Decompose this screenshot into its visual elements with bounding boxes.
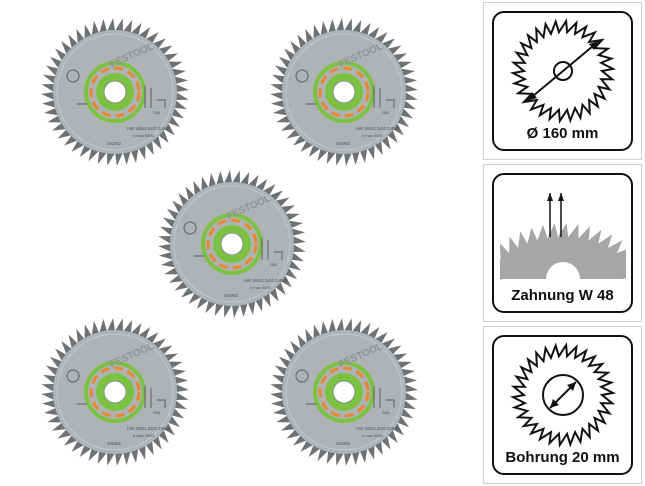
icon-arrowhead	[566, 382, 576, 391]
blade-symbols	[373, 86, 395, 108]
spec-card-diameter: Ø 160 mm	[492, 11, 633, 151]
blade-spec: HW 160x2,2x20 Z48 W	[127, 126, 170, 131]
saw-blade-center: FESTOOL HW 160x2,2x20 Z48 W n max 9500 4…	[152, 164, 312, 324]
spec-card-teeth: Zahnung W 48	[492, 173, 633, 313]
saw-blade-image: FESTOOL HW 160x2,2x20 Z48 W n max 9500 4…	[41, 18, 189, 166]
spec-label-diameter: Ø 160 mm	[526, 125, 599, 142]
blade-rpm: n max 9500	[133, 133, 155, 138]
blade-article: 491952	[224, 293, 239, 298]
saw-blade-bottom-left: FESTOOL HW 160x2,2x20 Z48 W n max 9500 4…	[35, 312, 195, 472]
blade-rpm: n max 9500	[133, 433, 155, 438]
icon-arrowhead	[526, 92, 537, 101]
icon-arrowhead	[588, 41, 599, 50]
icon-bore-cutout	[545, 262, 580, 279]
spec-label-teeth: Zahnung W 48	[511, 287, 614, 304]
blade-warning-symbols	[295, 69, 316, 105]
blade-diameter-icon	[509, 18, 616, 124]
spec-panel-bore: Bohrung 20 mm	[483, 326, 642, 484]
bore-hole	[332, 380, 356, 404]
saw-blade-image: FESTOOL HW 160x2,2x20 Z48 W n max 9500 4…	[270, 318, 418, 466]
saw-blade-image: FESTOOL HW 160x2,2x20 Z48 W n max 9500 4…	[270, 18, 418, 166]
orange-ring	[206, 218, 258, 270]
blade-article: 491952	[107, 441, 122, 446]
saw-blade-top-right: FESTOOL HW 160x2,2x20 Z48 W n max 9500 4…	[264, 12, 424, 172]
blade-code: S85	[382, 110, 390, 115]
bore-hole	[220, 232, 244, 256]
orange-ring	[89, 66, 141, 118]
blade-article: 491952	[336, 441, 351, 446]
blade-spec: HW 160x2,2x20 Z48 W	[356, 426, 399, 431]
blade-sheen	[173, 185, 291, 303]
blade-spec: HW 160x2,2x20 Z48 W	[127, 426, 170, 431]
saw-blade-top-left: FESTOOL HW 160x2,2x20 Z48 W n max 9500 4…	[35, 12, 195, 172]
blade-sheen	[56, 33, 174, 151]
bore-hole	[103, 80, 127, 104]
green-ring	[201, 213, 263, 275]
blade-article: 491952	[336, 141, 351, 146]
blade-warning-symbols	[66, 369, 87, 405]
blade-sheen	[56, 333, 174, 451]
spec-card-bore: Bohrung 20 mm	[492, 335, 633, 475]
bore-hole	[332, 80, 356, 104]
blade-rpm: n max 9500	[250, 285, 272, 290]
bore-diameter-icon	[509, 342, 616, 448]
bore-hole	[103, 380, 127, 404]
blade-spec: HW 160x2,2x20 Z48 W	[356, 126, 399, 131]
green-ring	[84, 361, 146, 423]
orange-ring	[89, 366, 141, 418]
icon-arrowhead	[557, 193, 564, 201]
blade-code: S85	[382, 410, 390, 415]
blade-article: 491952	[107, 141, 122, 146]
saw-blade-image: FESTOOL HW 160x2,2x20 Z48 W n max 9500 4…	[158, 170, 306, 318]
green-ring	[313, 61, 375, 123]
icon-blade-segment	[499, 223, 626, 280]
blade-symbols	[373, 386, 395, 408]
orange-ring	[318, 66, 370, 118]
green-ring	[313, 361, 375, 423]
blade-rpm: n max 9500	[362, 433, 384, 438]
blade-code: S85	[153, 410, 161, 415]
blade-code: S85	[153, 110, 161, 115]
blade-warning-symbols	[295, 369, 316, 405]
icon-diameter-arrow	[525, 40, 600, 102]
saw-blade-bottom-right: FESTOOL HW 160x2,2x20 Z48 W n max 9500 4…	[264, 312, 424, 472]
orange-ring	[318, 366, 370, 418]
blade-symbols	[144, 386, 166, 408]
blade-symbols	[144, 86, 166, 108]
blade-sheen	[285, 33, 403, 151]
green-ring	[84, 61, 146, 123]
blade-symbols	[261, 238, 283, 260]
blade-warning-symbols	[183, 221, 204, 257]
icon-arrowhead	[549, 399, 559, 408]
blade-sheen	[285, 333, 403, 451]
blade-warning-symbols	[66, 69, 87, 105]
blade-spec: HW 160x2,2x20 Z48 W	[244, 278, 287, 283]
blade-code: S85	[270, 262, 278, 267]
spec-panel-teeth: Zahnung W 48	[483, 164, 642, 322]
icon-arrowhead	[546, 193, 553, 201]
saw-blade-image: FESTOOL HW 160x2,2x20 Z48 W n max 9500 4…	[41, 318, 189, 466]
blade-rpm: n max 9500	[362, 133, 384, 138]
tooth-profile-icon	[499, 193, 626, 280]
spec-panel-diameter: Ø 160 mm	[483, 2, 642, 160]
spec-label-bore: Bohrung 20 mm	[505, 449, 620, 466]
